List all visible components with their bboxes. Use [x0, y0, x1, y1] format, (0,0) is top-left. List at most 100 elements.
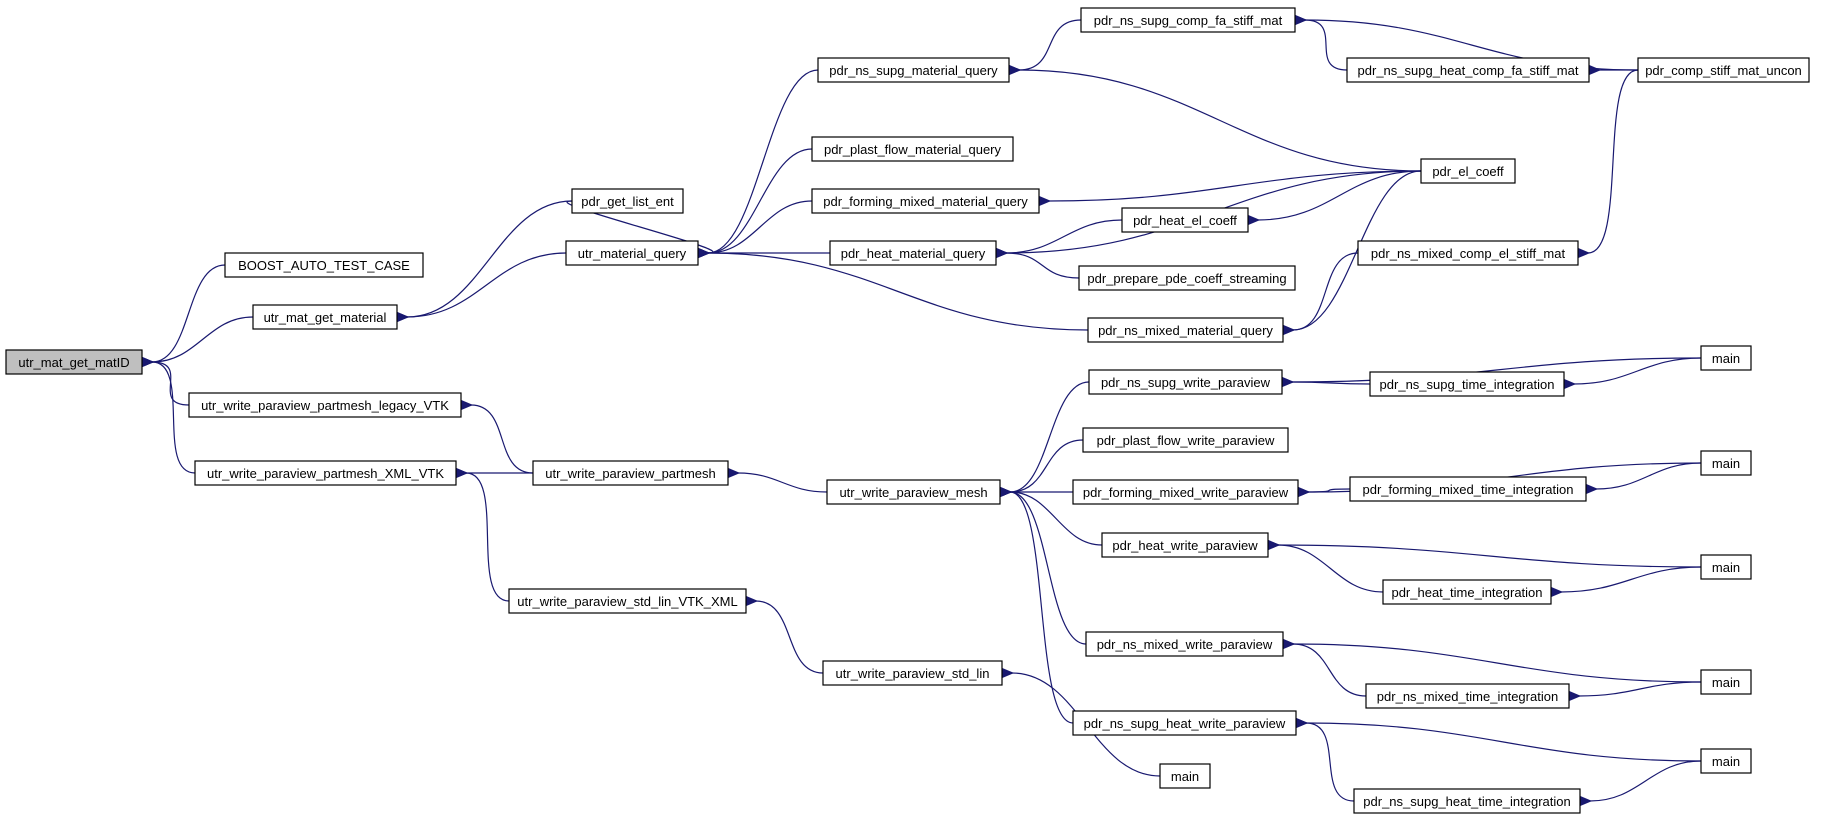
node-box — [811, 188, 1040, 214]
edge-pdr-plast-flow-material-query-to-utr-material-query — [708, 148, 813, 253]
node-pdr-ns-supg-comp-fa-stiff-mat[interactable]: pdr_ns_supg_comp_fa_stiff_mat — [1080, 7, 1296, 33]
node-utr-write-paraview-partmesh[interactable]: utr_write_paraview_partmesh — [532, 460, 729, 486]
edge-main-to-pdr-ns-supg-heat-time-integration — [1590, 760, 1702, 801]
node-main-n35[interactable]: main — [1700, 345, 1752, 371]
node-pdr-plast-flow-material-query[interactable]: pdr_plast_flow_material_query — [811, 136, 1014, 162]
node-box — [1078, 265, 1296, 291]
node-pdr-heat-material-query[interactable]: pdr_heat_material_query — [829, 240, 997, 266]
node-pdr-comp-stiff-mat-uncon[interactable]: pdr_comp_stiff_mat_uncon — [1637, 57, 1810, 83]
node-label: pdr_ns_mixed_time_integration — [1377, 689, 1558, 704]
node-pdr-ns-mixed-material-query[interactable]: pdr_ns_mixed_material_query — [1087, 317, 1284, 343]
edge-pdr-ns-supg-comp-fa-stiff-mat-to-pdr-ns-supg-material-query — [1019, 19, 1082, 70]
node-label: pdr_ns_mixed_material_query — [1098, 323, 1273, 338]
node-box — [1080, 7, 1296, 33]
edge-boost-auto-test-case-to-utr-mat-get-matid — [152, 264, 226, 362]
node-box — [1369, 371, 1565, 397]
nodes: utr_mat_get_matIDBOOST_AUTO_TEST_CASEutr… — [5, 7, 1810, 814]
edge-pdr-get-list-ent-to-utr-mat-get-material — [407, 200, 573, 317]
node-label: main — [1712, 351, 1740, 366]
node-box — [1346, 57, 1590, 83]
node-boost-auto-test-case[interactable]: BOOST_AUTO_TEST_CASE — [224, 252, 424, 278]
node-utr-write-paraview-mesh[interactable]: utr_write_paraview_mesh — [826, 479, 1001, 505]
node-box — [1700, 345, 1752, 371]
node-label: utr_write_paraview_mesh — [839, 485, 987, 500]
node-utr-material-query[interactable]: utr_material_query — [565, 240, 699, 266]
node-utr-write-paraview-partmesh-xml-vtk[interactable]: utr_write_paraview_partmesh_XML_VTK — [194, 460, 457, 486]
node-label: pdr_el_coeff — [1432, 164, 1504, 179]
node-label: pdr_ns_supg_comp_fa_stiff_mat — [1094, 13, 1283, 28]
node-pdr-heat-el-coeff[interactable]: pdr_heat_el_coeff — [1121, 207, 1249, 233]
node-box — [1700, 748, 1752, 774]
node-box — [532, 460, 729, 486]
node-utr-write-paraview-std-lin[interactable]: utr_write_paraview_std_lin — [822, 660, 1003, 686]
node-box — [565, 240, 699, 266]
node-label: pdr_ns_supg_heat_write_paraview — [1084, 716, 1286, 731]
node-pdr-forming-mixed-write-paraview[interactable]: pdr_forming_mixed_write_paraview — [1072, 479, 1299, 505]
node-label: pdr_ns_supg_material_query — [829, 63, 998, 78]
node-main-n38[interactable]: main — [1700, 669, 1752, 695]
node-box — [188, 392, 462, 418]
node-main-n39[interactable]: main — [1700, 748, 1752, 774]
node-pdr-ns-supg-heat-time-integration[interactable]: pdr_ns_supg_heat_time_integration — [1353, 788, 1581, 814]
node-label: utr_write_paraview_std_lin — [836, 666, 990, 681]
node-pdr-heat-write-paraview[interactable]: pdr_heat_write_paraview — [1101, 532, 1269, 558]
node-box — [571, 188, 684, 214]
node-utr-write-paraview-partmesh-legacy-vtk[interactable]: utr_write_paraview_partmesh_legacy_VTK — [188, 392, 462, 418]
node-pdr-heat-time-integration[interactable]: pdr_heat_time_integration — [1382, 579, 1552, 605]
node-label: pdr_forming_mixed_write_paraview — [1083, 485, 1289, 500]
node-box — [811, 136, 1014, 162]
node-label: main — [1171, 769, 1199, 784]
edge-pdr-ns-supg-heat-comp-fa-stiff-mat-to-pdr-ns-supg-comp-fa-stiff-mat — [1305, 20, 1348, 71]
node-pdr-plast-flow-write-paraview[interactable]: pdr_plast_flow_write_paraview — [1082, 427, 1289, 453]
edge-pdr-el-coeff-to-pdr-heat-el-coeff — [1258, 170, 1422, 220]
edge-utr-write-paraview-std-lin-to-utr-write-paraview-std-lin-vtk-xml — [756, 601, 824, 674]
node-pdr-prepare-pde-coeff-streaming[interactable]: pdr_prepare_pde_coeff_streaming — [1078, 265, 1296, 291]
node-pdr-forming-mixed-time-integration[interactable]: pdr_forming_mixed_time_integration — [1349, 476, 1587, 502]
node-pdr-ns-mixed-time-integration[interactable]: pdr_ns_mixed_time_integration — [1365, 683, 1570, 709]
edge-pdr-comp-stiff-mat-uncon-to-pdr-ns-mixed-comp-el-stiff-mat — [1588, 69, 1639, 253]
edge-pdr-heat-write-paraview-to-utr-write-paraview-mesh — [1010, 492, 1103, 546]
edge-pdr-el-coeff-to-pdr-ns-mixed-material-query — [1293, 170, 1422, 330]
node-label: main — [1712, 456, 1740, 471]
node-pdr-ns-mixed-write-paraview[interactable]: pdr_ns_mixed_write_paraview — [1085, 631, 1284, 657]
node-utr-mat-get-material[interactable]: utr_mat_get_material — [252, 304, 398, 330]
edge-utr-material-query-to-utr-mat-get-material — [407, 252, 567, 317]
edge-pdr-ns-mixed-write-paraview-to-utr-write-paraview-mesh — [1010, 492, 1087, 645]
node-main-n36[interactable]: main — [1700, 450, 1752, 476]
node-pdr-ns-supg-heat-comp-fa-stiff-mat[interactable]: pdr_ns_supg_heat_comp_fa_stiff_mat — [1346, 57, 1590, 83]
edge-main-to-pdr-ns-mixed-write-paraview — [1293, 644, 1702, 683]
node-utr-mat-get-matid[interactable]: utr_mat_get_matID — [5, 349, 143, 375]
node-label: main — [1712, 675, 1740, 690]
node-pdr-ns-supg-heat-write-paraview[interactable]: pdr_ns_supg_heat_write_paraview — [1072, 710, 1297, 736]
edge-pdr-ns-supg-heat-write-paraview-to-utr-write-paraview-mesh — [1010, 492, 1074, 724]
node-pdr-ns-supg-material-query[interactable]: pdr_ns_supg_material_query — [817, 57, 1010, 83]
edge-pdr-prepare-pde-coeff-streaming-to-pdr-heat-material-query — [1006, 253, 1080, 279]
node-main-n25[interactable]: main — [1159, 763, 1211, 789]
node-box — [1353, 788, 1581, 814]
node-pdr-ns-supg-write-paraview[interactable]: pdr_ns_supg_write_paraview — [1088, 369, 1283, 395]
node-box — [5, 349, 143, 375]
node-label: pdr_comp_stiff_mat_uncon — [1645, 63, 1802, 78]
edge-main-to-pdr-ns-supg-time-integration — [1574, 357, 1702, 384]
node-utr-write-paraview-std-lin-vtk-xml[interactable]: utr_write_paraview_std_lin_VTK_XML — [508, 588, 747, 614]
node-box — [224, 252, 424, 278]
node-box — [1700, 669, 1752, 695]
node-pdr-ns-supg-time-integration[interactable]: pdr_ns_supg_time_integration — [1369, 371, 1565, 397]
node-box — [817, 57, 1010, 83]
node-label: pdr_forming_mixed_material_query — [823, 194, 1028, 209]
node-box — [1357, 240, 1579, 266]
node-label: pdr_heat_write_paraview — [1112, 538, 1258, 553]
node-label: pdr_plast_flow_write_paraview — [1097, 433, 1275, 448]
node-pdr-forming-mixed-material-query[interactable]: pdr_forming_mixed_material_query — [811, 188, 1040, 214]
node-pdr-el-coeff[interactable]: pdr_el_coeff — [1420, 158, 1516, 184]
node-pdr-get-list-ent[interactable]: pdr_get_list_ent — [571, 188, 684, 214]
edge-pdr-el-coeff-to-pdr-ns-supg-material-query — [1019, 70, 1422, 172]
node-label: utr_write_paraview_partmesh_legacy_VTK — [201, 398, 449, 413]
edge-utr-write-paraview-mesh-to-utr-write-paraview-partmesh — [738, 473, 828, 493]
node-pdr-ns-mixed-comp-el-stiff-mat[interactable]: pdr_ns_mixed_comp_el_stiff_mat — [1357, 240, 1579, 266]
edge-pdr-ns-supg-heat-time-integration-to-pdr-ns-supg-heat-write-paraview — [1306, 723, 1355, 802]
node-label: utr_write_paraview_std_lin_VTK_XML — [517, 594, 737, 609]
edge-pdr-plast-flow-write-paraview-to-utr-write-paraview-mesh — [1010, 439, 1084, 492]
node-main-n37[interactable]: main — [1700, 554, 1752, 580]
